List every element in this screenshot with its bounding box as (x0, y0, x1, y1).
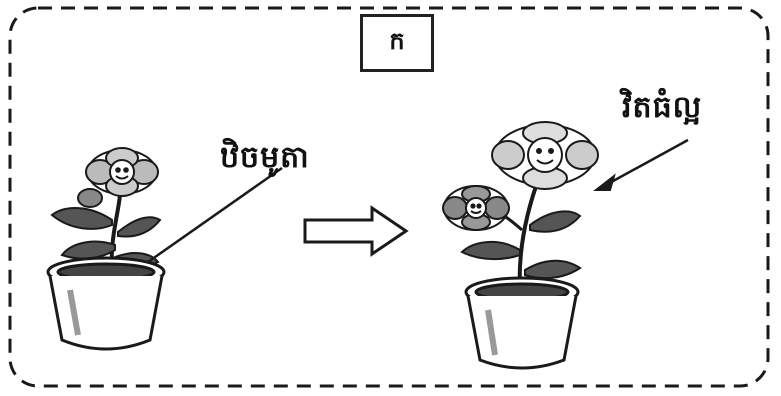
left-flower-head (85, 147, 159, 197)
left-pot (46, 256, 166, 351)
left-plant (46, 147, 166, 351)
panel-label-box: ក (360, 14, 434, 72)
left-pointer-line (147, 166, 283, 264)
right-plant (442, 121, 599, 370)
left-plant-label: ឋិចមូតា (220, 140, 310, 175)
left-plant-leaves (50, 207, 162, 269)
transition-arrow (303, 205, 409, 257)
right-plant-label: វិតធំល្អ (622, 90, 703, 125)
right-pointer-arrow (593, 138, 689, 191)
right-flower-head-small (442, 185, 510, 231)
panel-label: ក (389, 26, 405, 55)
right-pot (464, 276, 580, 370)
dashed-frame (8, 6, 770, 388)
right-flower-head-large (491, 121, 599, 190)
